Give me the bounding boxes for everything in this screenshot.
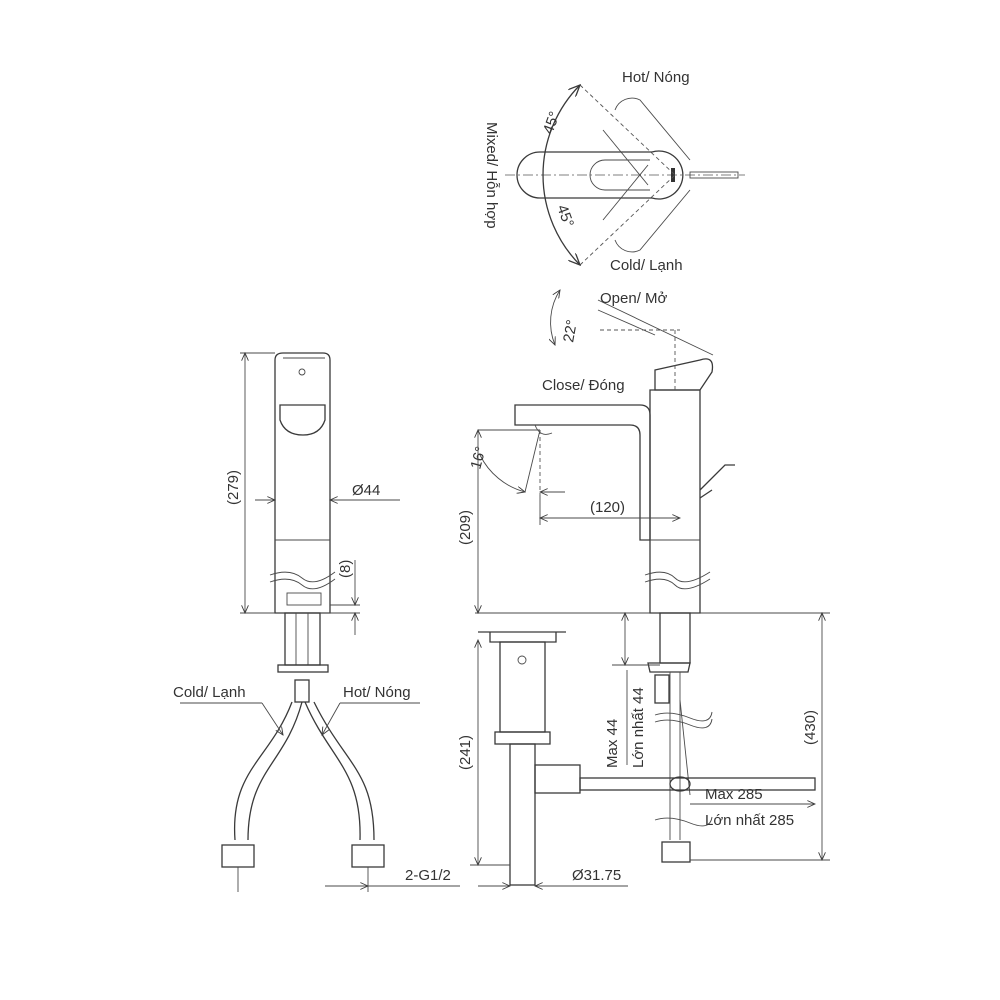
faucet-body (274, 352, 331, 614)
rotation-arc (542, 85, 580, 265)
cold-hose-nut (221, 844, 255, 868)
mixed-label: Mixed/ Hỗn hợp (483, 122, 500, 229)
mounting-nut (277, 664, 329, 673)
side-cold-label: Cold/ Lạnh (173, 684, 246, 701)
side-hot-label: Hot/ Nóng (343, 684, 411, 701)
hot-label: Hot/ Nóng (622, 69, 690, 86)
max-deck-en: Max 44 (604, 719, 621, 768)
drain-cap (478, 631, 566, 643)
max-deck-vi: Lớn nhất 44 (630, 687, 647, 768)
shank (284, 612, 321, 666)
max-pipe-en: Max 285 (705, 786, 763, 803)
handle-front (279, 404, 326, 436)
handle-mixed-outline (516, 150, 684, 200)
drain-body (499, 641, 546, 733)
front-mounting-nut (647, 662, 691, 673)
cold-angle-label: 45° (553, 203, 577, 230)
handle-closed (654, 358, 714, 391)
pop-up-rod (579, 777, 816, 791)
drain-tail (509, 743, 536, 886)
drain-height-dim: (241) (457, 735, 474, 770)
handle-open-outline (597, 299, 714, 356)
side-gap-dim: (8) (337, 560, 354, 578)
cold-label: Cold/ Lạnh (610, 257, 683, 274)
side-height-dim: (279) (225, 470, 242, 505)
spout-height-dim: (209) (457, 510, 474, 545)
side-diameter-dim: Ø44 (352, 482, 380, 499)
hot-hose-nut (351, 844, 385, 868)
handle-cold-outline (614, 189, 691, 253)
top-view: Hot/ Nóng Cold/ Lạnh Mixed/ Hỗn hợp 45° … (483, 69, 745, 274)
lift-rod (699, 464, 735, 499)
drain-diameter-dim: Ø31.75 (572, 867, 621, 884)
front-hose-nut (661, 841, 691, 863)
front-view: Open/ Mở Close/ Đóng 22° 16° (209) (120) (457, 290, 830, 886)
total-height-dim: (430) (802, 710, 819, 745)
thread-dim: 2-G1/2 (405, 867, 451, 884)
spout-stub (689, 171, 739, 179)
handle-angle-label: 22° (560, 318, 581, 343)
cold-hose (233, 701, 303, 841)
spout-reach-dim: (120) (590, 499, 625, 516)
spout-angle-label: 16° (467, 445, 489, 471)
hot-angle-label: 45° (540, 109, 564, 136)
side-view: Cold/ Lạnh Hot/ Nóng (279) Ø44 (8) 2-G1/… (173, 353, 460, 892)
open-label: Open/ Mở (600, 290, 668, 307)
hot-hose (304, 701, 375, 841)
close-label: Close/ Đóng (542, 377, 625, 394)
handle-hot-outline (614, 97, 691, 161)
max-pipe-vi: Lớn nhất 285 (705, 812, 794, 829)
